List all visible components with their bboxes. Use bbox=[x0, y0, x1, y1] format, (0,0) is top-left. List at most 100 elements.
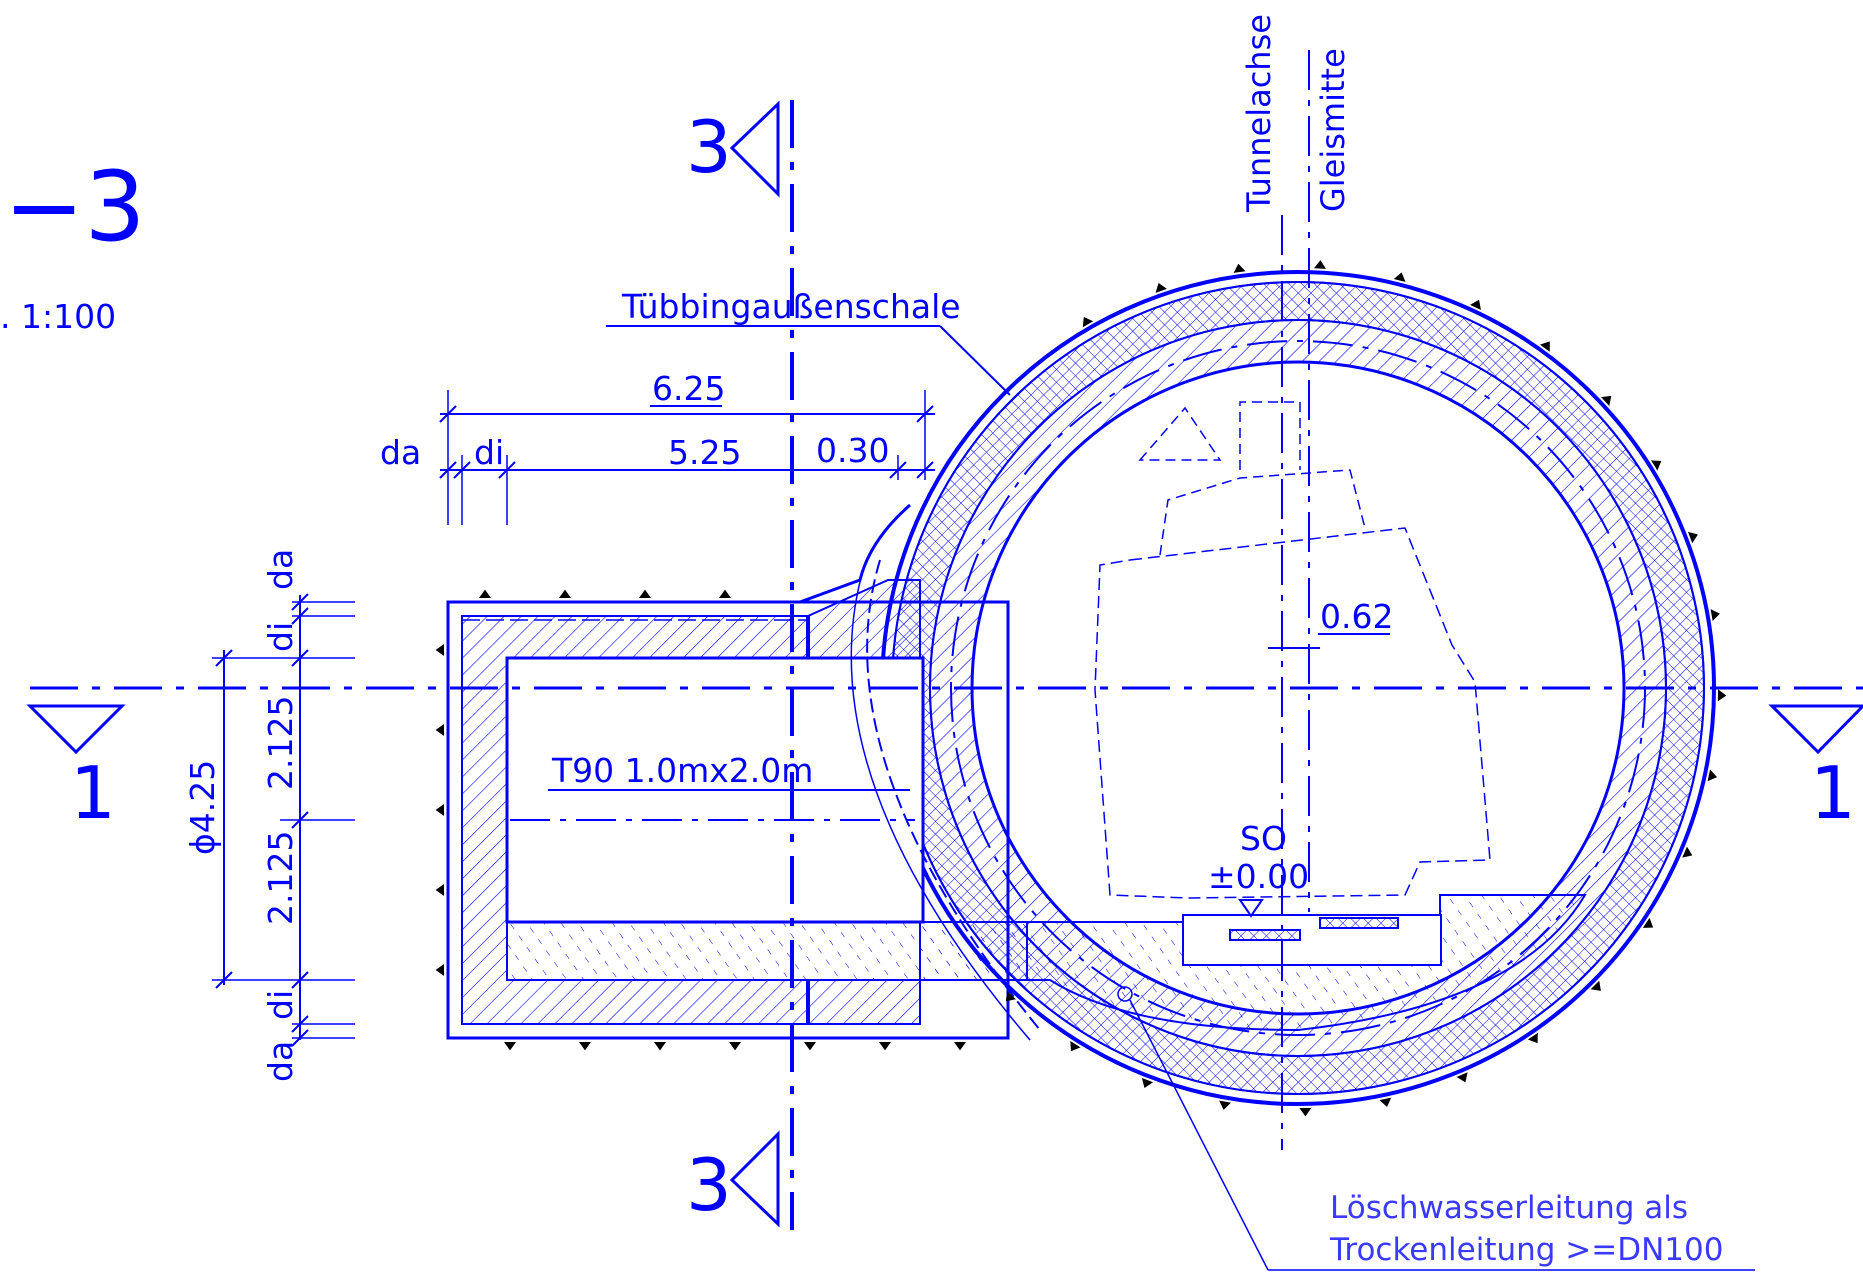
boundary-tick bbox=[1710, 609, 1720, 621]
dim-6-25-tick-right bbox=[916, 405, 934, 423]
boundary-tick bbox=[1082, 316, 1094, 328]
boundary-tick bbox=[1590, 980, 1601, 991]
top-of-rail-marker bbox=[1238, 899, 1264, 918]
dim-6-25-tick-left bbox=[439, 405, 457, 423]
dim-overall-length: 6.25 bbox=[652, 369, 725, 408]
boundary-tick bbox=[1687, 531, 1698, 544]
boundary-tick bbox=[504, 1042, 516, 1051]
boundary-tick bbox=[1470, 299, 1481, 310]
boundary-tick bbox=[435, 644, 444, 656]
boundary-tick bbox=[639, 589, 651, 598]
boundary-tick bbox=[1379, 1097, 1392, 1108]
boundary-tick bbox=[1005, 991, 1016, 1002]
boundary-tick bbox=[435, 884, 444, 896]
dim-tick-4 bbox=[889, 461, 907, 479]
vdim-tick-a bbox=[215, 649, 233, 667]
section-mark-left: 1 bbox=[70, 751, 116, 835]
boundary-tick bbox=[1393, 272, 1406, 282]
scale-label: . 1:100 bbox=[0, 297, 116, 336]
pantograph-outline bbox=[1138, 401, 1366, 556]
boundary-tick bbox=[1070, 1041, 1081, 1052]
boundary-tick bbox=[719, 589, 731, 598]
vdim-tick-g bbox=[291, 971, 309, 989]
dim-track-offset: 0.62 bbox=[1320, 597, 1393, 636]
vdim-di-bottom: di bbox=[261, 990, 300, 1020]
track-center-label: Gleismitte bbox=[1314, 48, 1352, 212]
vdim-tick-b bbox=[215, 971, 233, 989]
vdim-tick-d bbox=[291, 607, 309, 625]
door-label: T90 1.0mx2.0m bbox=[551, 751, 813, 790]
segment-shell-label: Tübbingaußenschale bbox=[621, 287, 961, 326]
section-mark-top: 3 bbox=[686, 105, 732, 189]
tunnel-axis-label: Tunnelachse bbox=[1240, 14, 1278, 213]
dim-di-label: di bbox=[474, 433, 504, 472]
vdim-di-top: di bbox=[261, 622, 300, 652]
boundary-tick bbox=[559, 589, 571, 598]
boundary-tick bbox=[1219, 1100, 1231, 1110]
fire-main-pipe bbox=[1117, 986, 1133, 1002]
boundary-tick bbox=[1155, 282, 1167, 293]
dim-tick-1 bbox=[439, 461, 457, 479]
boundary-tick bbox=[579, 1042, 591, 1051]
boundary-tick bbox=[1642, 917, 1654, 928]
top-of-rail-label: SO bbox=[1240, 819, 1287, 858]
section-title: −3 bbox=[4, 151, 146, 263]
boundary-tick bbox=[1651, 460, 1662, 471]
section-arrow-bottom bbox=[729, 1130, 780, 1228]
boundary-tick bbox=[435, 724, 444, 736]
vdim-diameter: ϕ4.25 bbox=[183, 760, 222, 855]
boundary-tick bbox=[1233, 263, 1246, 273]
vdim-tick-h bbox=[291, 1015, 309, 1033]
dim-tick-3 bbox=[498, 461, 516, 479]
boundary-tick bbox=[1313, 260, 1326, 269]
left-dimensions: da di 2.125 2.125 di da ϕ4.25 bbox=[183, 549, 355, 1082]
vdim-da-bottom: da bbox=[261, 1041, 300, 1082]
boundary-tick bbox=[1527, 1032, 1538, 1044]
dim-inner-length: 5.25 bbox=[668, 433, 741, 472]
boundary-tick bbox=[479, 589, 491, 598]
boundary-tick bbox=[435, 964, 444, 976]
fire-main-leader bbox=[1129, 999, 1269, 1271]
boundary-tick bbox=[879, 1042, 891, 1051]
dim-tick-2 bbox=[453, 461, 471, 479]
track-trough bbox=[1182, 914, 1442, 966]
vdim-tick-f bbox=[291, 811, 309, 829]
vdim-tick-i bbox=[291, 1029, 309, 1047]
boundary-tick bbox=[954, 1042, 966, 1051]
section-mark-bottom: 3 bbox=[686, 1143, 732, 1227]
section-arrow-left bbox=[26, 704, 126, 755]
top-dimensions: 6.25 da di 5.25 0.30 bbox=[380, 369, 935, 525]
fire-main-note-2: Trockenleitung >=DN100 bbox=[1329, 1232, 1723, 1268]
section-mark-right: 1 bbox=[1810, 751, 1856, 835]
boundary-tick bbox=[729, 1042, 741, 1051]
rail-right bbox=[1319, 917, 1399, 929]
dim-wall-part: 0.30 bbox=[816, 431, 889, 470]
section-arrow-top bbox=[729, 100, 780, 198]
top-of-rail-level: ±0.00 bbox=[1208, 857, 1309, 896]
boundary-ticks bbox=[435, 260, 1727, 1117]
boundary-tick bbox=[1141, 1077, 1154, 1088]
boundary-tick bbox=[1717, 689, 1727, 702]
boundary-tick bbox=[1456, 1072, 1468, 1083]
boundary-tick bbox=[1682, 846, 1693, 858]
boundary-tick bbox=[1299, 1107, 1312, 1117]
boundary-tick bbox=[1707, 769, 1718, 782]
transition-outer bbox=[448, 503, 911, 604]
boundary-tick bbox=[435, 804, 444, 816]
fire-main-note-1: Löschwasserleitung als bbox=[1330, 1190, 1688, 1226]
boundary-tick bbox=[1540, 341, 1550, 352]
vdim-da-top: da bbox=[261, 549, 300, 590]
vdim-tick-e bbox=[291, 649, 309, 667]
rail-left bbox=[1229, 929, 1301, 941]
section-arrow-right bbox=[1768, 704, 1863, 755]
boundary-tick bbox=[804, 1042, 816, 1051]
segment-shell-leader bbox=[939, 325, 1011, 396]
vdim-upper: 2.125 bbox=[261, 696, 300, 790]
vehicle-clearance-outline bbox=[1094, 527, 1491, 899]
boundary-tick bbox=[1601, 395, 1612, 406]
vdim-tick-c bbox=[291, 593, 309, 611]
vdim-lower: 2.125 bbox=[261, 831, 300, 925]
boundary-tick bbox=[654, 1042, 666, 1051]
dim-tick-5 bbox=[916, 461, 934, 479]
